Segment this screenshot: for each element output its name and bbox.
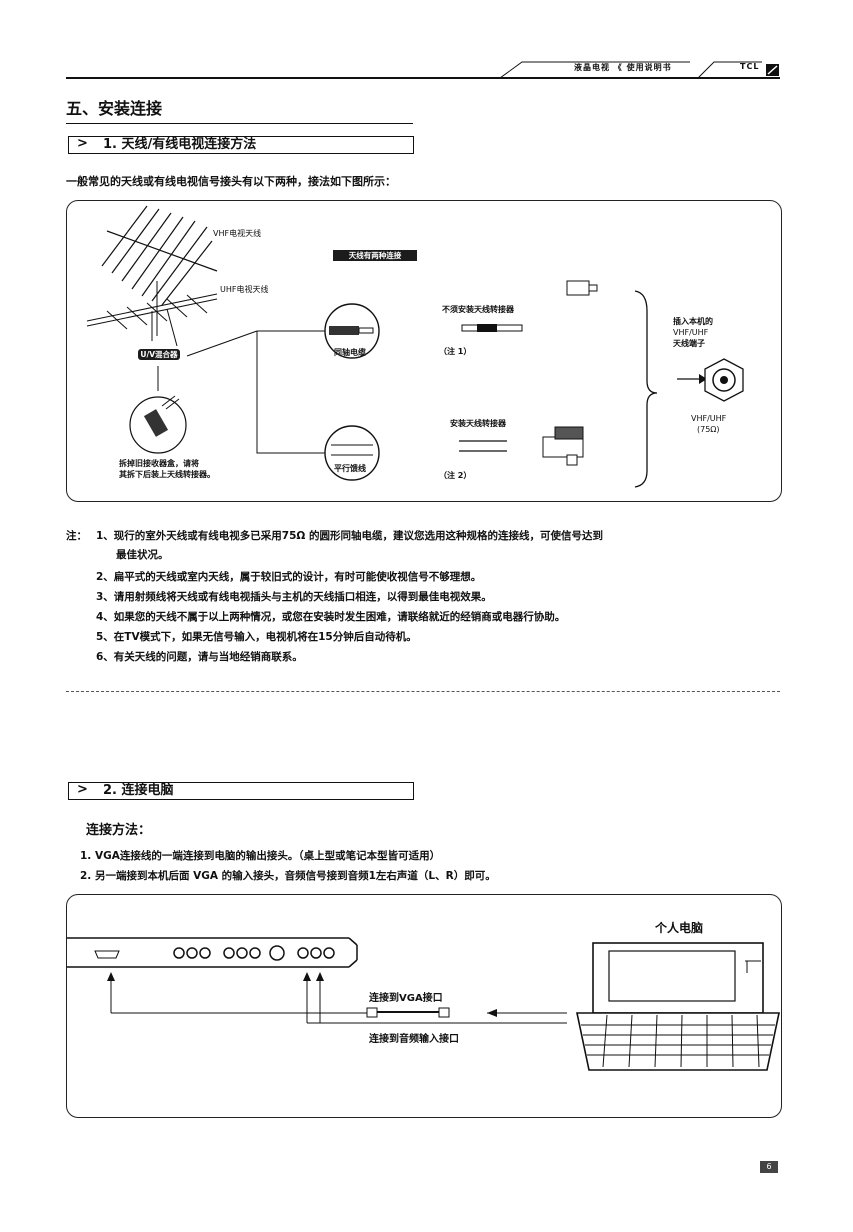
antenna-diagram-panel: VHF电视天线 UHF电视天线 U/V混合器 天线有两种连接 同轴电缆 平行馈线… [66, 200, 782, 502]
section-title: 五、安装连接 [66, 99, 163, 118]
part2-heading-box: > 2. 连接电脑 [68, 782, 414, 800]
section-divider [66, 691, 780, 692]
header-brand-logo: TCL [740, 62, 760, 71]
laptop-icon [576, 942, 780, 1071]
f-connector-icon [566, 280, 590, 296]
part1-heading: 1. 天线/有线电视连接方法 [103, 137, 257, 152]
note-1: 1、现行的室外天线或有线电视多已采用75Ω 的圆形同轴电缆，建议您选用这种规格的… [96, 530, 603, 542]
section-rule [66, 123, 413, 124]
brace-icon [634, 290, 658, 488]
no-adapter-label: 不须安装天线转接器 [442, 305, 514, 314]
part1-heading-box: > 1. 天线/有线电视连接方法 [68, 136, 414, 154]
note-5: 5、在TV模式下，如果无信号输入，电视机将在15分钟后自动待机。 [96, 631, 417, 643]
tv-rear-panel-icon [67, 937, 358, 968]
coax-cable-label: 同轴电缆 [334, 348, 366, 357]
pc-diagram-panel: 个人电脑 连接到VGA接口 连接到音频输入接口 [66, 894, 782, 1118]
note-2: 2、扁平式的天线或室内天线，属于较旧式的设计，有时可能使收视信号不够理想。 [96, 571, 482, 583]
audio-connect-label: 连接到音频输入接口 [369, 1034, 459, 1045]
note-3: 3、请用射频线将天线或有线电视插头与主机的天线插口相连，以得到最佳电视效果。 [96, 591, 492, 603]
part2-heading: 2. 连接电脑 [103, 783, 174, 798]
header-manual-title: 液晶电视 《 使用说明书 [574, 63, 672, 72]
adapter-icon [542, 426, 584, 466]
vhf-antenna-icon [101, 205, 218, 306]
note-4: 4、如果您的天线不属于以上两种情况，或您在安装时发生困难，请联络就近的经销商或电… [96, 611, 566, 623]
terminal-line2: (75Ω) [697, 425, 720, 434]
av-ports-icon [173, 945, 335, 961]
page-number: 6 [760, 1161, 778, 1173]
need-adapter-label: 安装天线转接器 [450, 419, 506, 428]
uhf-antenna-label: UHF电视天线 [220, 285, 269, 294]
notes-label: 注： [66, 530, 87, 542]
flat-cable-label: 平行馈线 [334, 464, 366, 473]
pc-diagram-drawing [67, 937, 780, 1071]
antenna-diagram-drawing [86, 205, 744, 488]
chevron-right-icon: > [77, 136, 88, 151]
plug-into-line1: 插入本机的 [673, 317, 713, 326]
terminal-line1: VHF/UHF [691, 414, 727, 423]
two-connections-tag: 天线有两种连接 [333, 250, 417, 261]
pc-label: 个人电脑 [655, 921, 704, 935]
remove-line2: 其拆下后装上天线转接器。 [119, 470, 215, 479]
step-2: 2. 另一端接到本机后面 VGA 的输入接头，音频信号接到音频1左右声道（L、R… [80, 870, 496, 882]
part1-intro: 一般常见的天线或有线电视信号接头有以下两种，接法如下图所示： [66, 175, 396, 188]
vhf-antenna-label: VHF电视天线 [213, 229, 262, 238]
vga-connect-label: 连接到VGA接口 [369, 993, 443, 1004]
note1-label: （注 1） [439, 347, 472, 356]
header-rule [66, 77, 780, 79]
header-slash-icon [499, 61, 779, 79]
step-1: 1. VGA连接线的一端连接到电脑的输出接头。（桌上型或笔记本型皆可适用） [80, 850, 441, 862]
note2-label: （注 2） [439, 471, 472, 480]
plug-into-line3: 天线端子 [673, 339, 705, 348]
vga-port-icon [94, 950, 120, 959]
plug-into-line2: VHF/UHF [673, 328, 709, 337]
remove-line1: 拆掉旧接收器盒，请将 [119, 459, 199, 468]
chevron-right-icon: > [77, 782, 88, 797]
vga-cable-icon [366, 1007, 450, 1018]
method-title: 连接方法： [86, 823, 152, 838]
uhf-antenna-icon [86, 281, 218, 347]
note-6: 6、有关天线的问题，请与当地经销商联系。 [96, 651, 303, 663]
note-1-cont: 最佳状况。 [116, 549, 169, 561]
header-decor [499, 60, 782, 84]
mixer-tag: U/V混合器 [138, 349, 180, 360]
flat-cable-circle [324, 425, 380, 481]
